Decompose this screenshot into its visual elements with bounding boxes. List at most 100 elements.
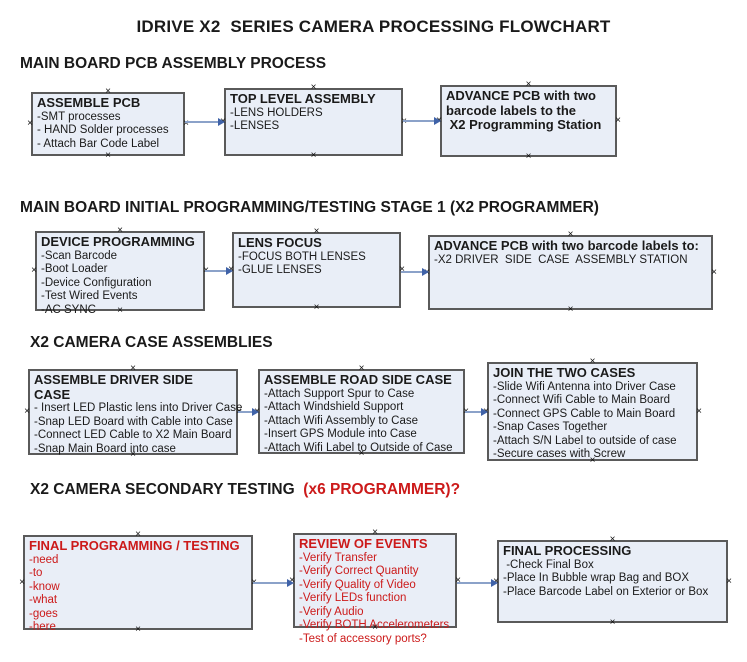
connection-point-icon — [371, 624, 379, 632]
connection-point-icon — [695, 408, 703, 416]
box-item: -Scan Barcode — [41, 249, 118, 262]
flow-box-final-programming-testing[interactable]: FINAL PROGRAMMING / TESTING -need-to-kno… — [23, 535, 253, 633]
box-item: - Attach Bar Code Label — [37, 137, 160, 150]
box-item: -Place Barcode Label on Exterior or Box — [503, 585, 709, 598]
connection-point-icon — [525, 81, 533, 89]
section-heading-secondary-testing: X2 CAMERA SECONDARY TESTING (x6 PROGRAMM… — [30, 481, 460, 499]
flow-box-top-level-assembly[interactable]: TOP LEVEL ASSEMBLY -LENS HOLDERS-LENSES — [224, 88, 403, 156]
box-item: -need — [29, 553, 59, 566]
connection-point-icon — [313, 228, 321, 236]
box-item: -Device Configuration — [41, 276, 152, 289]
arrow-head-icon — [226, 267, 233, 275]
box-item: -what — [29, 594, 58, 606]
box-item: -Test of accessory ports? — [299, 632, 427, 645]
flow-arrow — [253, 578, 294, 588]
connection-point-icon — [609, 536, 617, 544]
arrow-line — [403, 120, 435, 122]
arrow-line — [253, 582, 288, 584]
connection-point-icon — [358, 365, 366, 373]
connection-point-icon — [310, 152, 318, 160]
flow-box-assemble-road-side-case[interactable]: ASSEMBLE ROAD SIDE CASE -Attach Support … — [258, 369, 465, 454]
heading-text: X2 CAMERA CASE ASSEMBLIES — [30, 334, 273, 351]
flow-box-assemble-pcb[interactable]: ASSEMBLE PCB -SMT processes- HAND Solder… — [31, 92, 185, 156]
box-item: -know — [29, 580, 60, 593]
flow-arrow — [401, 267, 429, 277]
box-item: -Attach S/N Label to outside of case — [493, 434, 677, 447]
connection-point-icon — [725, 578, 733, 586]
box-items: - Insert LED Plastic lens into Driver Ca… — [34, 402, 243, 456]
box-item: -Attach Wifi Label to Outside of Case — [264, 441, 453, 454]
box-item: -Snap LED Board with Cable into Case — [34, 415, 233, 428]
box-item: -Verify Quality of Video — [299, 578, 416, 591]
connection-point-icon — [26, 120, 34, 128]
page-title: IDRIVE X2 SERIES CAMERA PROCESSING FLOWC… — [136, 17, 611, 36]
connection-point-icon — [18, 579, 26, 587]
flow-arrow — [403, 116, 441, 126]
box-items: -Attach Support Spur to Case-Attach Wind… — [264, 388, 459, 456]
box-item: -SMT processes — [37, 110, 121, 123]
flow-box-join-the-two-cases[interactable]: JOIN THE TWO CASES -Slide Wifi Antenna i… — [487, 362, 698, 461]
box-item: - HAND Solder processes — [37, 124, 169, 136]
box-title: ASSEMBLE PCB — [37, 95, 141, 110]
box-item: -Verify LEDs function — [299, 592, 407, 604]
connection-point-icon — [310, 84, 318, 92]
box-item: -Slide Wifi Antenna into Driver Case — [493, 380, 676, 393]
box-item: -Place In Bubble wrap Bag and BOX — [503, 572, 690, 584]
heading-text: MAIN BOARD PCB ASSEMBLY PROCESS — [20, 55, 327, 72]
flow-arrow — [457, 578, 498, 588]
connection-point-icon — [589, 358, 597, 366]
flow-box-device-programming[interactable]: DEVICE PROGRAMMING -Scan Barcode-Boot Lo… — [35, 231, 205, 316]
flow-arrow — [465, 407, 488, 417]
arrow-head-icon — [422, 268, 429, 276]
connection-point-icon — [129, 365, 137, 373]
flow-arrow — [205, 266, 233, 276]
connection-point-icon — [567, 306, 575, 314]
box-items: -need-to-know-what-goes-here — [29, 554, 247, 635]
section-heading-initial-programming: MAIN BOARD INITIAL PROGRAMMING/TESTING S… — [20, 199, 599, 217]
box-title: ASSEMBLE ROAD SIDE CASE — [264, 372, 452, 387]
section-heading-pcb-assembly: MAIN BOARD PCB ASSEMBLY PROCESS — [20, 55, 326, 73]
connection-point-icon — [614, 117, 622, 125]
box-item: -Verify Transfer — [299, 551, 377, 564]
box-items: -LENS HOLDERS-LENSES — [230, 107, 397, 134]
box-item: -Verify Audio — [299, 605, 364, 618]
box-item: -LENS HOLDERS — [230, 106, 323, 119]
connection-point-icon — [134, 531, 142, 539]
box-item: -to — [29, 567, 43, 579]
box-item: -Verify BOTH Accelerometers — [299, 619, 450, 631]
heading-red-text: (x6 PROGRAMMER)? — [299, 481, 461, 498]
flow-box-final-processing[interactable]: FINAL PROCESSING -Check Final Box-Place … — [497, 540, 728, 623]
box-item: -Snap Cases Together — [493, 421, 608, 433]
box-title: JOIN THE TWO CASES — [493, 365, 636, 380]
box-item: -Verify Correct Quantity — [299, 565, 419, 577]
flow-box-advance-pcb-driver-side[interactable]: ADVANCE PCB with two barcode labels to: … — [428, 235, 713, 310]
flow-box-advance-pcb-programming-station[interactable]: ADVANCE PCB with two barcode labels to t… — [440, 85, 617, 157]
box-items: -Verify Transfer-Verify Correct Quantity… — [299, 552, 451, 647]
box-item: -GLUE LENSES — [238, 264, 322, 276]
box-title: ADVANCE PCB with two barcode labels to t… — [446, 88, 602, 132]
arrow-line — [185, 121, 219, 123]
flow-box-review-of-events[interactable]: REVIEW OF EVENTS -Verify Transfer-Verify… — [293, 533, 457, 645]
box-item: -Connect LED Cable to X2 Main Board — [34, 429, 232, 441]
box-items: -Scan Barcode-Boot Loader-Device Configu… — [41, 250, 199, 318]
flow-arrow — [238, 407, 259, 417]
box-items: -Slide Wifi Antenna into Driver Case-Con… — [493, 381, 692, 462]
connection-point-icon — [134, 626, 142, 634]
connection-point-icon — [589, 457, 597, 465]
box-item: -goes — [29, 607, 58, 620]
connection-point-icon — [30, 267, 38, 275]
connection-point-icon — [710, 269, 718, 277]
box-item: -X2 DRIVER SIDE CASE ASSEMBLY STATION — [434, 253, 688, 266]
arrow-head-icon — [491, 579, 498, 587]
flow-box-assemble-driver-side-case[interactable]: ASSEMBLE DRIVER SIDE CASE - Insert LED P… — [28, 369, 243, 456]
box-item: -Connect Wifi Cable to Main Board — [493, 394, 671, 406]
box-title: REVIEW OF EVENTS — [299, 536, 428, 551]
connection-point-icon — [371, 529, 379, 537]
arrow-line — [238, 411, 253, 413]
flow-box-lens-focus[interactable]: LENS FOCUS -FOCUS BOTH LENSES-GLUE LENSE… — [232, 232, 401, 308]
connection-point-icon — [104, 152, 112, 160]
arrow-line — [457, 582, 492, 584]
connection-point-icon — [116, 307, 124, 315]
box-item: - Insert LED Plastic lens into Driver Ca… — [34, 402, 243, 414]
connection-point-icon — [567, 231, 575, 239]
